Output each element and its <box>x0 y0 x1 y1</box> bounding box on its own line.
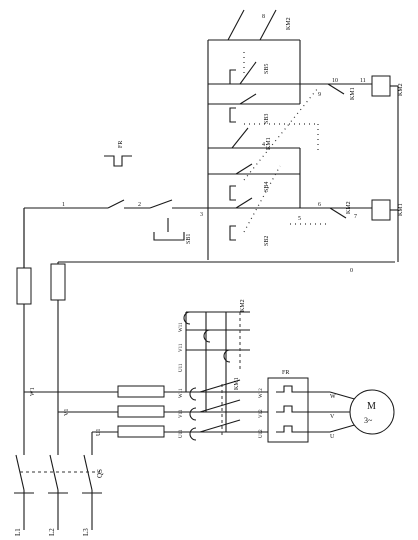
label-fr-control: FR <box>118 141 124 148</box>
term-v11b: V11 <box>179 409 184 418</box>
label-km2-main: KM2 <box>240 299 246 312</box>
mechanical-linkages <box>243 52 330 233</box>
label-v1: V1 <box>64 409 70 416</box>
label-sb2: SB2 <box>264 236 270 246</box>
label-km1-aux: KM1 <box>266 137 272 150</box>
term-w12: W12 <box>259 388 264 398</box>
label-w1: W1 <box>30 387 36 396</box>
power-rails <box>23 208 300 440</box>
motor-symbol <box>349 389 395 435</box>
node-9: 9 <box>318 92 321 98</box>
motor-phase: 3~ <box>364 416 373 425</box>
label-km1-main: KM1 <box>234 377 240 390</box>
label-sb3: SB3 <box>264 114 270 124</box>
term-w11: W11 <box>179 322 184 332</box>
motor-label: M <box>367 401 376 412</box>
node-3: 3 <box>200 212 203 218</box>
control-fuse-1 <box>16 267 32 305</box>
label-l2: L2 <box>48 528 56 536</box>
coil-km1 <box>371 199 391 221</box>
main-fuse-u <box>117 425 165 438</box>
coil-km2 <box>371 75 391 97</box>
term-w11b: W11 <box>179 388 184 398</box>
thermal-relay <box>267 377 330 443</box>
label-l3: L3 <box>82 528 90 536</box>
label-qs: QS <box>96 469 104 478</box>
label-km1-coil: KM1 <box>398 203 404 216</box>
node-6: 6 <box>318 202 321 208</box>
label-km1-interlock: KM1 <box>350 87 356 100</box>
label-u1: U1 <box>96 429 102 436</box>
node-8: 8 <box>262 14 265 20</box>
label-sb4: SB4 <box>264 182 270 192</box>
node-10: 10 <box>332 78 338 84</box>
label-sb5: SB5 <box>264 64 270 74</box>
node-5: 5 <box>298 216 301 222</box>
term-u11b: U11 <box>179 429 184 438</box>
label-fr-power: FR <box>282 370 289 376</box>
motor-terminal-u: U <box>330 434 335 440</box>
supply-and-isolator <box>14 440 102 530</box>
label-km2-coil: KM2 <box>398 83 404 96</box>
motor-terminal-v: V <box>330 414 335 420</box>
node-7: 7 <box>354 214 357 220</box>
node-11: 11 <box>360 78 366 84</box>
motor-leads <box>329 391 359 433</box>
main-contactors <box>183 311 250 441</box>
control-fuse-2 <box>50 263 66 301</box>
label-l1: L1 <box>14 528 22 536</box>
control-circuit <box>23 9 399 268</box>
term-u12: U12 <box>259 429 264 438</box>
term-u11: U11 <box>179 363 184 372</box>
term-v12: V12 <box>259 409 264 418</box>
label-km2-interlock: KM2 <box>346 201 352 214</box>
motor-terminal-w: W <box>330 394 336 400</box>
node-4: 4 <box>262 142 265 148</box>
main-fuse-v <box>117 405 165 418</box>
main-fuse-w <box>117 385 165 398</box>
label-sb1: SB1 <box>186 234 192 244</box>
node-2: 2 <box>138 202 141 208</box>
term-v11: V11 <box>179 343 184 352</box>
node-1: 1 <box>62 202 65 208</box>
node-0: 0 <box>350 268 353 274</box>
label-km2-aux: KM2 <box>286 17 292 30</box>
